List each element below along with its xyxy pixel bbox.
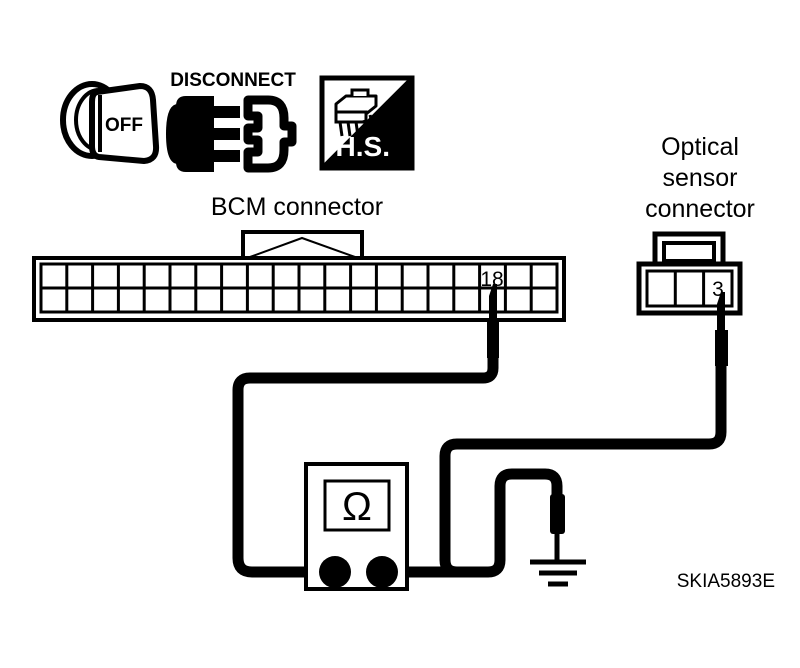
ground-probe-grip <box>550 494 565 534</box>
bcm-cell-dividers <box>65 264 533 312</box>
optical-sensor-title-line-1: Optical <box>661 133 739 161</box>
hs-label: H.S. <box>336 131 390 162</box>
bcm-connector: 18 <box>32 230 566 322</box>
wire-path-bcm-meter <box>232 350 499 578</box>
ignition-off-label: OFF <box>105 115 143 136</box>
disconnect-right-half <box>243 95 297 173</box>
ignition-key-off-icon: OFF <box>60 81 160 164</box>
wire-bcm-to-meter-left <box>232 284 499 578</box>
chassis-ground <box>530 559 586 587</box>
optical-sensor-cell-dividers <box>673 271 706 306</box>
bcm-tab-chevron <box>249 236 356 258</box>
ohmmeter-terminal-left <box>319 556 351 588</box>
bcm-pin-18-number: 18 <box>480 268 503 291</box>
optical-sensor-title-line-3: connector <box>645 195 755 223</box>
wire-meter-right-to-ground <box>376 468 565 578</box>
hs-connector-view-icon: H.S. <box>319 75 415 171</box>
ohmmeter-terminal-right <box>366 556 398 588</box>
ohm-symbol: Ω <box>342 485 372 529</box>
optical-sensor-tab-inner <box>662 241 716 263</box>
wire-path-meter-ground <box>376 468 563 578</box>
part-number-label: SKIA5893E <box>677 571 775 592</box>
optical-sensor-pin-3-probe-grip <box>715 330 728 366</box>
bcm-pin-18-probe-grip <box>487 320 499 358</box>
optical-sensor-pin-3-number: 3 <box>712 278 724 301</box>
disconnect-caption: DISCONNECT <box>170 70 296 91</box>
disconnect-left-half <box>176 96 240 172</box>
hs-connector-sketch <box>334 88 378 137</box>
optical-sensor-connector-title-group: Optical sensor connector <box>645 133 755 223</box>
optical-sensor-title-line-2: sensor <box>662 164 737 192</box>
optical-sensor-grid-frame <box>645 269 734 308</box>
disconnect-icon: DISCONNECT <box>166 70 297 173</box>
bcm-connector-title: BCM connector <box>211 193 383 221</box>
ohmmeter-display <box>323 479 391 532</box>
ohmmeter: Ω <box>304 462 409 591</box>
